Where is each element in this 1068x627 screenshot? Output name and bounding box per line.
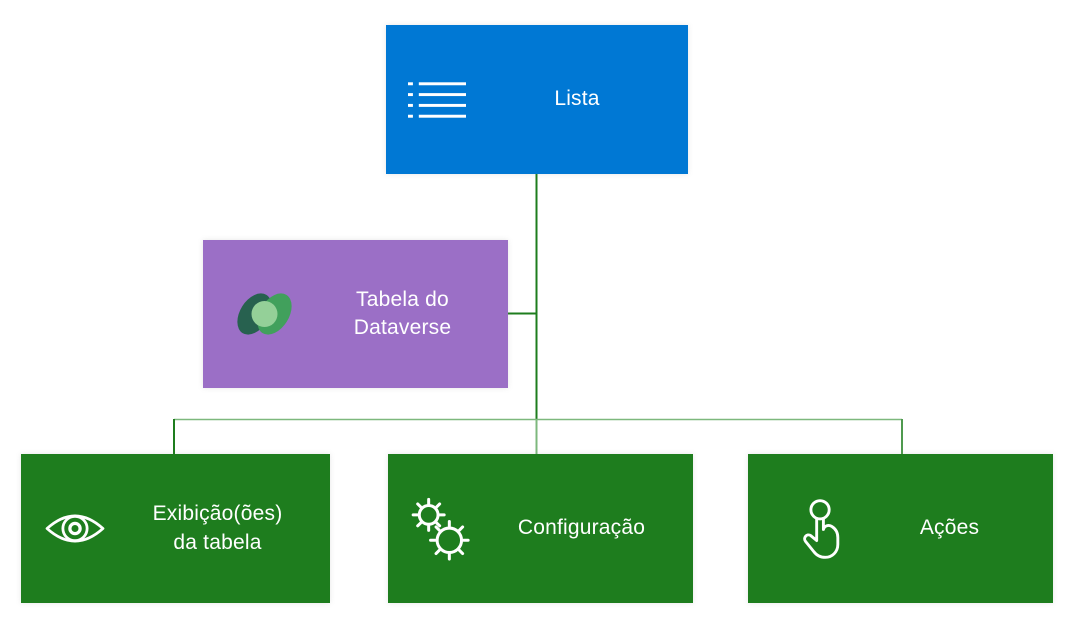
node-tabela-do-dataverse: Tabela do Dataverse <box>203 240 508 388</box>
list-icon <box>408 81 466 118</box>
node-exibicoes-label: Exibição(ões) da tabela <box>152 502 283 554</box>
node-exibicoes-da-tabela: Exibição(ões) da tabela <box>21 454 330 603</box>
node-tabela-label: Tabela do Dataverse <box>353 287 452 339</box>
node-configuracao-label: Configuração <box>517 516 646 540</box>
dataverse-icon <box>232 283 297 345</box>
node-acoes: Ações <box>748 454 1053 603</box>
node-configuracao: Configuração <box>388 454 693 603</box>
gears-icon <box>408 497 470 561</box>
node-lista: Lista <box>386 25 688 174</box>
node-lista-label: Lista <box>554 87 600 111</box>
eye-icon <box>45 508 105 549</box>
tap-icon <box>796 497 846 561</box>
node-acoes-label: Ações <box>919 516 980 540</box>
